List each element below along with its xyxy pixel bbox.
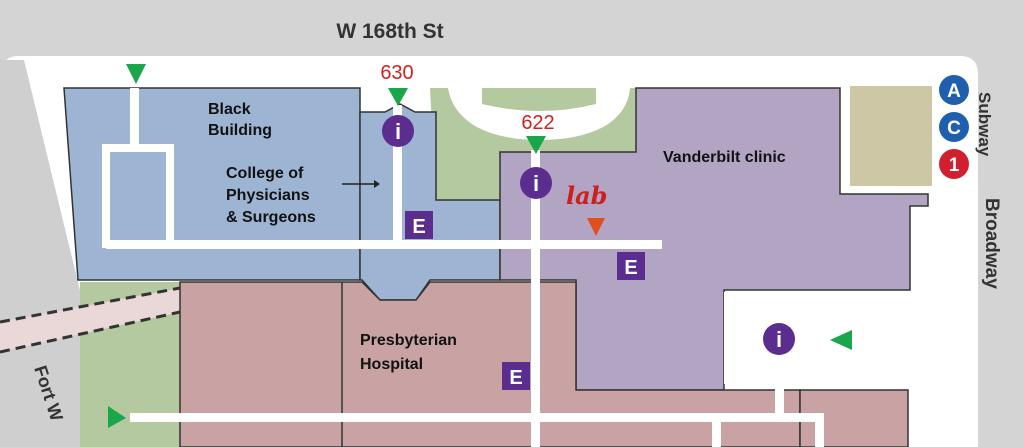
lab-label: lab [566,181,607,210]
svg-text:E: E [509,367,522,389]
black-building-label-1: Black [208,101,251,118]
presbyterian-hospital [179,281,801,447]
entrance-arrow-sw [108,406,126,428]
subway-plaza [850,86,932,186]
black-building-label-2: Building [208,122,272,139]
college-label-1: College of [226,165,304,182]
entrance-arrow-east [830,330,852,350]
presbyterian-label-1: Presbyterian [360,332,457,349]
entrance-number-622: 622 [521,112,554,134]
lab-marker [587,218,605,236]
entrance-number-630: 630 [380,62,413,84]
college-pointer-head [374,180,380,188]
info-icon-lobby: i [763,323,795,355]
svg-text:1: 1 [949,155,960,176]
elevator-icon-hospital: E [502,362,530,390]
svg-text:i: i [776,327,782,352]
subway-line-c: C [939,112,969,142]
vanderbilt-label: Vanderbilt clinic [663,149,786,166]
svg-text:i: i [395,119,401,144]
pedestrian-bridge [0,288,180,352]
svg-text:A: A [947,81,961,102]
svg-text:E: E [624,257,637,279]
bridge-edge-top [0,286,181,324]
subway-line-1: 1 [939,149,969,179]
elevator-icon-vanderbilt: E [617,252,645,280]
subway-label: Subway [975,92,994,157]
svg-text:i: i [533,171,539,196]
presbyterian-label-2: Hospital [360,356,423,373]
info-icon-622: i [520,167,552,199]
entrance-arrow-622 [526,136,546,154]
entrance-arrow-630 [388,88,408,106]
college-label-3: & Surgeons [226,209,316,226]
courtyard-green-top [482,88,596,111]
svg-text:C: C [947,118,961,139]
subway-line-a: A [939,75,969,105]
elevator-icon-college: E [405,211,433,239]
street-w-168th: W 168th St [336,20,443,43]
entrance-arrow-nw [126,64,146,84]
vanderbilt-clinic [499,87,929,391]
street-broadway: Broadway [981,198,1002,289]
svg-text:E: E [412,216,425,238]
info-icon-630: i [382,115,414,147]
bridge-edge-bottom [0,310,181,354]
college-label-2: Physicians [226,187,310,204]
